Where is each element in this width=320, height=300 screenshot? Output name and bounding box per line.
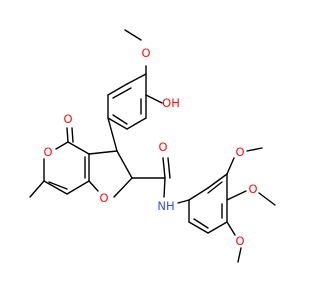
bond	[124, 29, 142, 41]
bond	[177, 199, 190, 204]
bond	[107, 117, 128, 130]
atom-amide-nh: NH	[157, 199, 174, 213]
bond	[112, 114, 128, 125]
bond	[126, 73, 147, 85]
bond	[88, 150, 118, 155]
bond	[207, 173, 228, 189]
atom-methoxy-ring-3: O	[235, 234, 244, 248]
bond	[246, 147, 263, 152]
bond	[188, 221, 209, 234]
bond	[113, 177, 133, 198]
bond	[193, 218, 209, 229]
atom-methoxy-top: O	[141, 46, 150, 60]
bond-lines	[29, 29, 276, 263]
bond	[226, 221, 236, 236]
bond	[163, 177, 166, 198]
atom-labels: O OH O O O O NH O O O	[43, 46, 257, 248]
bond	[188, 187, 209, 201]
bond	[67, 141, 90, 155]
bond	[126, 117, 147, 130]
atom-hydroxyl: OH	[162, 96, 180, 110]
atom-methoxy-ring-1: O	[235, 145, 244, 159]
bond	[258, 192, 276, 206]
atom-methoxy-ring-2: O	[248, 182, 257, 196]
molecule-diagram: O OH O O O O NH O O O	[29, 29, 276, 263]
bond	[107, 117, 118, 152]
bond	[226, 157, 235, 175]
bond	[145, 94, 163, 104]
bond	[112, 87, 132, 99]
bond	[107, 83, 128, 96]
bond	[66, 180, 90, 195]
bond	[226, 190, 247, 201]
bond	[66, 127, 69, 143]
bond	[71, 127, 74, 143]
bond	[48, 181, 68, 190]
bond	[167, 157, 171, 179]
bond	[207, 181, 223, 194]
atom-pyran-ring-oxygen: O	[43, 145, 52, 159]
bond	[162, 157, 166, 179]
atom-furan-oxygen: O	[99, 191, 108, 205]
bond	[43, 180, 68, 195]
bond	[116, 150, 133, 179]
bond	[29, 180, 45, 198]
atom-pyranone-carbonyl: O	[63, 112, 72, 126]
bond	[237, 247, 242, 263]
bond	[207, 221, 228, 234]
bond	[88, 180, 99, 192]
bond	[55, 141, 69, 150]
atom-amide-oxygen: O	[158, 140, 167, 154]
